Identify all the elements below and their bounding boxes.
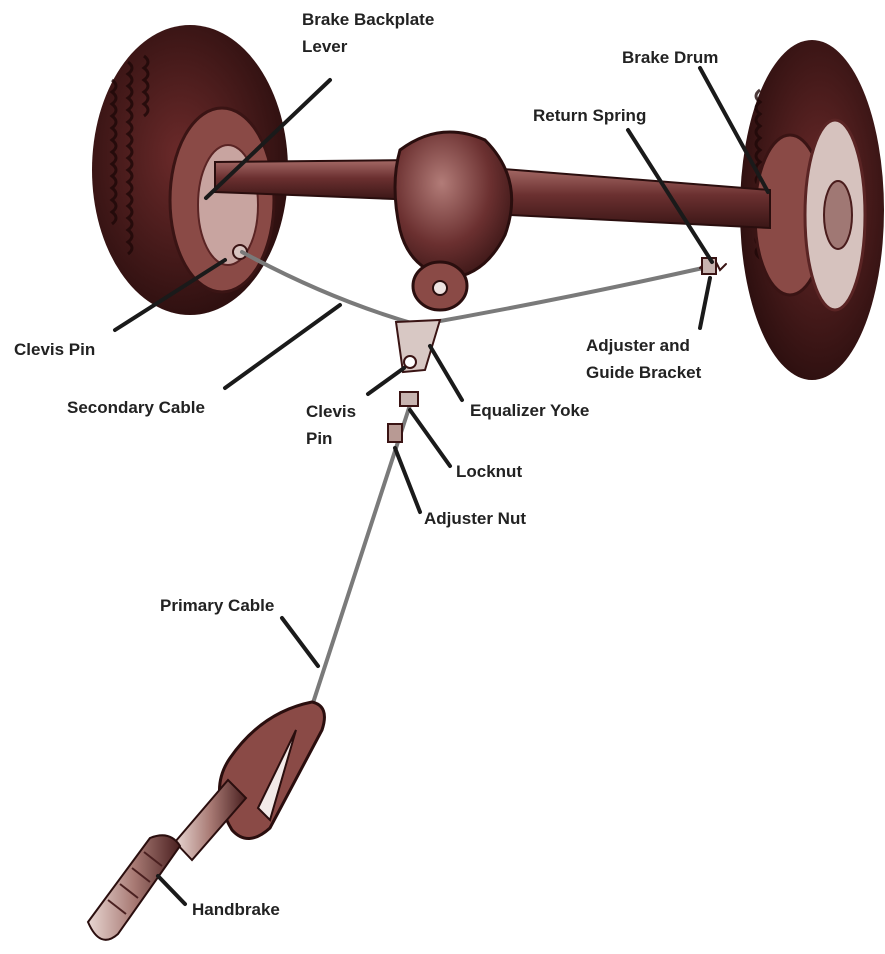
leader-secondary-cable: [225, 305, 340, 388]
right-hub-cap: [824, 181, 852, 249]
label-clevis-pin-left: Clevis Pin: [14, 336, 95, 363]
label-brake-backplate-lever-line2: Lever: [302, 33, 434, 60]
center-clevis-pin: [404, 356, 416, 368]
leader-primary-cable: [282, 618, 318, 666]
locknut: [400, 392, 418, 406]
label-brake-backplate-lever: Brake Backplate Lever: [302, 6, 434, 60]
equalizer-yoke: [396, 320, 440, 372]
label-primary-cable: Primary Cable: [160, 592, 274, 619]
label-clevis-pin-center: Clevis Pin: [306, 398, 356, 452]
leader-equalizer-yoke: [430, 346, 462, 400]
label-secondary-cable: Secondary Cable: [67, 394, 205, 421]
leader-adjuster-guide-bracket: [700, 278, 710, 328]
label-brake-backplate-lever-line1: Brake Backplate: [302, 6, 434, 33]
label-return-spring: Return Spring: [533, 102, 646, 129]
axle-housing: [215, 160, 420, 200]
leader-handbrake: [158, 876, 185, 904]
label-equalizer-yoke: Equalizer Yoke: [470, 397, 589, 424]
leader-adjuster-nut: [395, 448, 420, 512]
label-brake-drum: Brake Drum: [622, 44, 718, 71]
label-adjuster-guide-bracket: Adjuster and Guide Bracket: [586, 332, 701, 386]
handbrake-grip: [88, 835, 180, 939]
label-adjuster-guide-bracket-line2: Guide Bracket: [586, 359, 701, 386]
label-locknut: Locknut: [456, 458, 522, 485]
handbrake-housing: [219, 702, 324, 839]
leader-locknut: [410, 410, 450, 466]
leader-clevis-pin-center: [368, 368, 404, 394]
label-adjuster-guide-bracket-line1: Adjuster and: [586, 332, 701, 359]
label-handbrake: Handbrake: [192, 896, 280, 923]
axle-housing-right: [490, 168, 770, 228]
label-clevis-pin-center-line2: Pin: [306, 425, 356, 452]
label-clevis-pin-center-line1: Clevis: [306, 398, 356, 425]
adjuster-nut: [388, 424, 402, 442]
pinion-nut: [433, 281, 447, 295]
differential-housing: [395, 132, 512, 278]
label-adjuster-nut: Adjuster Nut: [424, 505, 526, 532]
